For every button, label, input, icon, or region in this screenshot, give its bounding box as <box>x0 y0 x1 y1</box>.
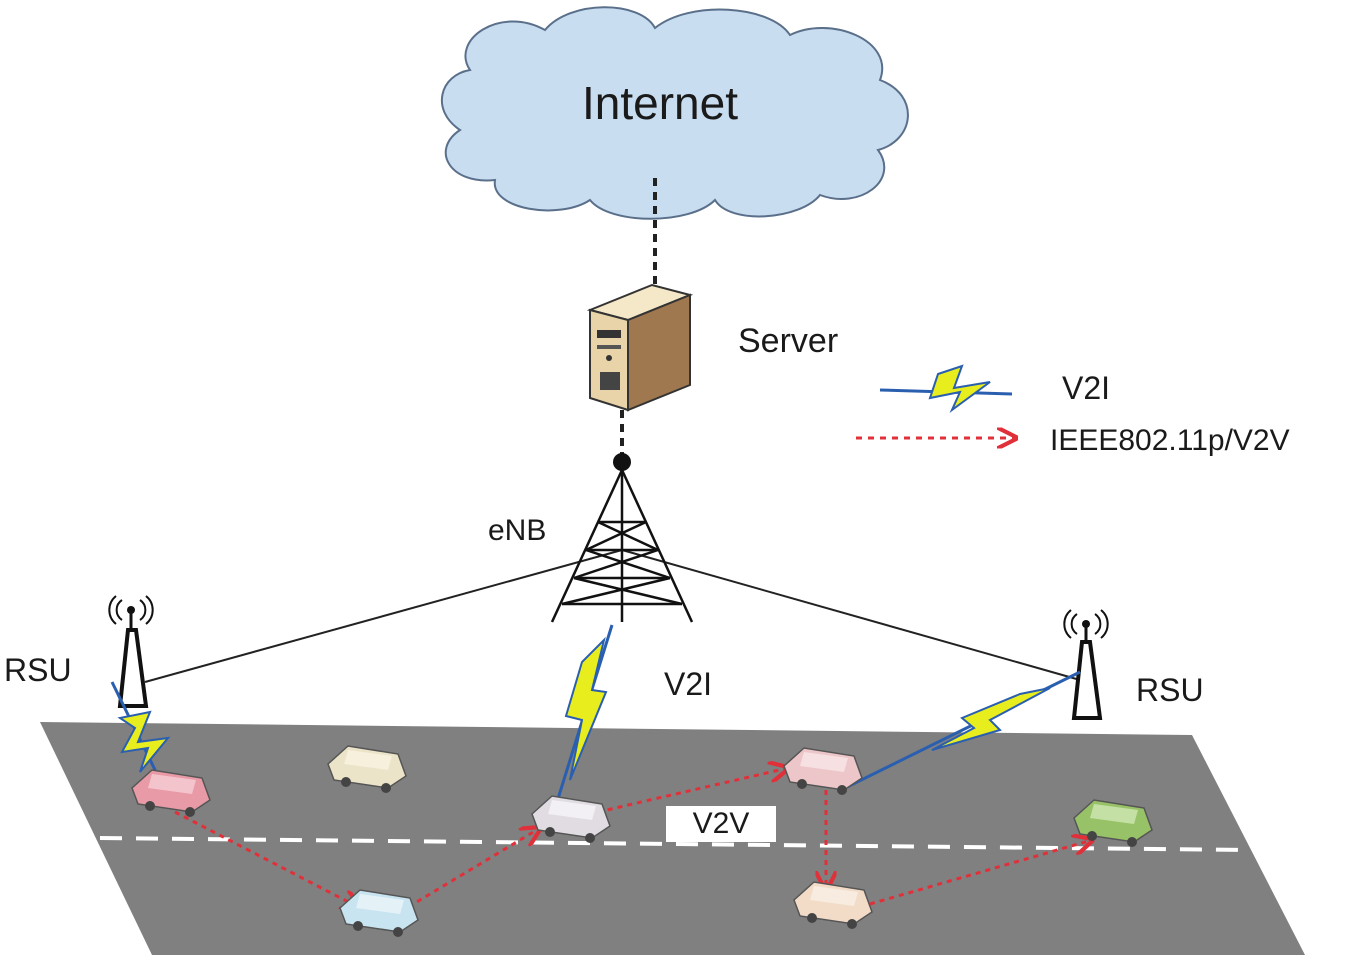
car-icon <box>531 795 611 843</box>
rsu-left-label: RSU <box>4 652 72 688</box>
v2i-bolt-center-icon <box>550 624 614 819</box>
car-icon <box>131 769 211 817</box>
enb-label: eNB <box>488 514 547 547</box>
v2v-link-1 <box>174 810 360 908</box>
v2v-link-5 <box>869 840 1092 906</box>
server-label: Server <box>738 322 839 360</box>
car-icon <box>339 889 419 937</box>
v2i-label: V2I <box>664 666 713 702</box>
v2v-road-label: V2V <box>666 806 776 842</box>
legend-v2i-label: V2I <box>1062 370 1111 406</box>
car-icon <box>793 881 873 929</box>
v2v-link-3 <box>597 768 788 814</box>
car-icon <box>1073 799 1153 847</box>
enb-rsu-right-link <box>621 549 1081 681</box>
internet-label: Internet <box>582 77 738 129</box>
v2v-link-2 <box>399 828 540 914</box>
v2i-bolt-left-icon <box>110 681 171 777</box>
server-icon <box>586 283 694 412</box>
enb-rsu-left-link <box>144 549 623 683</box>
internet-cloud-icon <box>441 6 909 220</box>
rsu-right-antenna-icon <box>1063 609 1109 720</box>
v2v-links <box>174 768 1092 914</box>
enb-cell-tower-icon <box>550 469 694 623</box>
car-icon <box>783 747 863 795</box>
legend-v2v-label: IEEE802.11p/V2V <box>1050 424 1290 457</box>
road-center-dashes <box>99 836 1251 852</box>
car-icon <box>327 745 407 793</box>
rsu-left-antenna-icon <box>108 595 154 708</box>
rsu-right-label: RSU <box>1136 672 1204 708</box>
v2i-bolt-right-icon <box>844 670 1081 790</box>
enb-node-dot <box>613 453 631 471</box>
legend-v2i-bolt-icon <box>879 364 1013 414</box>
